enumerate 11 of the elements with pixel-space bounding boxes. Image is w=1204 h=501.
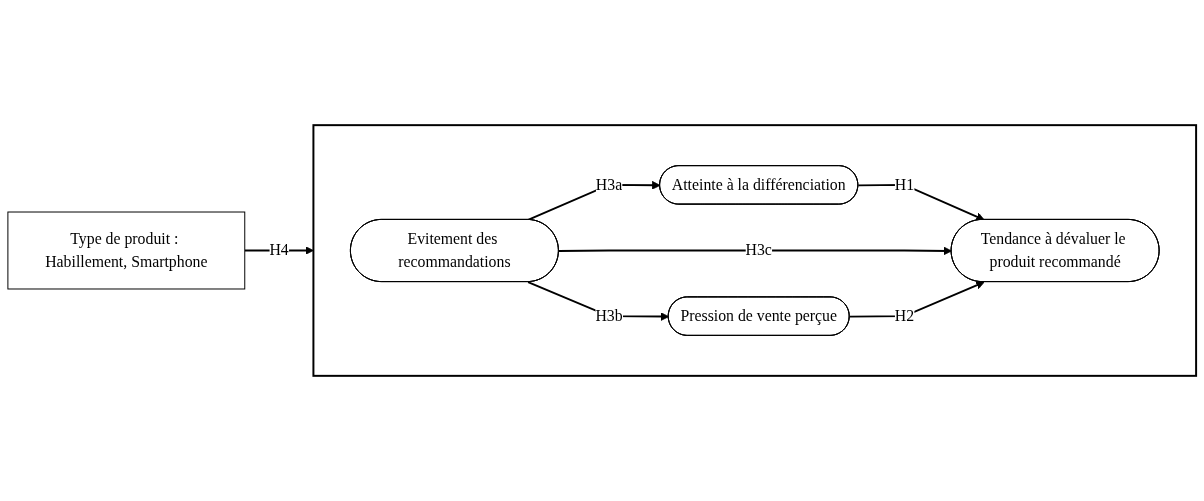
edge-label: H2 [894, 307, 915, 325]
node-box: Type de produit : Habillement, Smartphone [7, 211, 246, 290]
cluster [312, 124, 1198, 377]
arrow [857, 183, 985, 221]
arrow [848, 281, 985, 318]
edge-label: H3b [595, 307, 623, 325]
edge-label: H3a [595, 175, 623, 193]
arrow [557, 246, 952, 256]
edge-label: H4 [269, 241, 289, 259]
edge-label: H1 [894, 175, 915, 193]
edge-label: H3c [745, 241, 772, 259]
